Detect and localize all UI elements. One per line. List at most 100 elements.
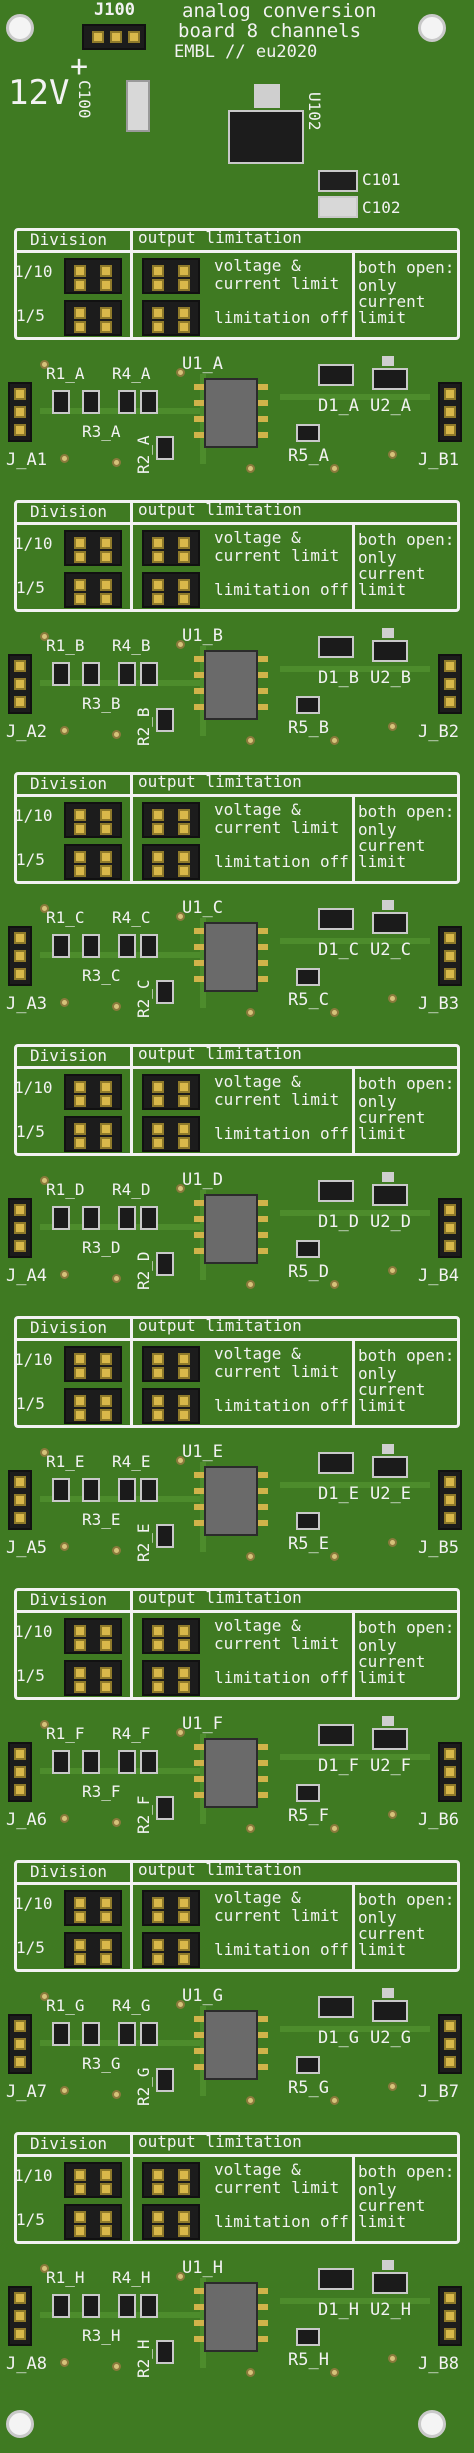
division-jumper-1-5[interactable]: [64, 300, 122, 336]
limitation-jumper-off[interactable]: [142, 844, 200, 880]
panel-divider-vertical: [130, 1044, 133, 1156]
output-connector-b[interactable]: [438, 654, 462, 714]
limitation-jumper-off[interactable]: [142, 2204, 200, 2240]
division-jumper-1-5[interactable]: [64, 1660, 122, 1696]
header-pin: [100, 1395, 112, 1407]
header-pin: [100, 1123, 112, 1135]
header-pin: [152, 809, 164, 821]
division-jumper-1-10[interactable]: [64, 258, 122, 294]
header-pin: [178, 321, 190, 333]
output-connector-c[interactable]: [438, 926, 462, 986]
limitation-jumper-on[interactable]: [142, 1346, 200, 1382]
u2-pad: [382, 1716, 394, 1726]
output-connector-g[interactable]: [438, 2014, 462, 2074]
u1-label: U1_A: [182, 354, 223, 374]
panel-divider-horizontal: [14, 794, 460, 797]
input-connector-d[interactable]: [8, 1198, 32, 1258]
limitation-jumper-on[interactable]: [142, 258, 200, 294]
chip-pin: [194, 944, 204, 950]
division-jumper-1-10[interactable]: [64, 1890, 122, 1926]
limitation-jumper-on[interactable]: [142, 2162, 200, 2198]
header-pin: [444, 2328, 456, 2340]
header-pin: [14, 696, 26, 708]
limitation-jumper-off[interactable]: [142, 1116, 200, 1152]
limitation-jumper-on[interactable]: [142, 802, 200, 838]
output-connector-d[interactable]: [438, 1198, 462, 1258]
both-open-label: both open:: [358, 1074, 455, 1093]
output-connector-h[interactable]: [438, 2286, 462, 2346]
division-jumper-1-5[interactable]: [64, 572, 122, 608]
limitation-jumper-off[interactable]: [142, 572, 200, 608]
limitation-jumper-on[interactable]: [142, 1618, 200, 1654]
header-pin: [444, 424, 456, 436]
output-connector-f[interactable]: [438, 1742, 462, 1802]
header-pin: [100, 1081, 112, 1093]
division-jumper-1-10[interactable]: [64, 1346, 122, 1382]
output-connector-a[interactable]: [438, 382, 462, 442]
both-open-label-3: current: [358, 1380, 426, 1399]
input-connector-c[interactable]: [8, 926, 32, 986]
header-pin: [178, 2183, 190, 2195]
division-jumper-1-10[interactable]: [64, 530, 122, 566]
limitation-off-label: limitation off: [214, 1124, 349, 1143]
header-pin: [152, 1639, 164, 1651]
u2-label: U2_G: [370, 2028, 411, 2048]
division-jumper-1-5[interactable]: [64, 1116, 122, 1152]
both-open-label-2: only: [358, 820, 397, 839]
header-pin: [100, 551, 112, 563]
chip-pin: [258, 2336, 268, 2342]
input-connector-a[interactable]: [8, 382, 32, 442]
header-pin: [100, 265, 112, 277]
division-jumper-1-5[interactable]: [64, 1388, 122, 1424]
via: [60, 726, 69, 735]
input-connector-e[interactable]: [8, 1470, 32, 1530]
chip-pin: [194, 1520, 204, 1526]
limitation-jumper-on[interactable]: [142, 1074, 200, 1110]
division-jumper-1-10[interactable]: [64, 1618, 122, 1654]
limitation-jumper-off[interactable]: [142, 300, 200, 336]
header-pin: [100, 1953, 112, 1965]
r3-label: R3_G: [82, 2054, 121, 2073]
input-connector-b[interactable]: [8, 654, 32, 714]
r1-resistor: [52, 2294, 70, 2318]
d1-label: D1_H: [318, 2300, 359, 2320]
division-jumper-1-5[interactable]: [64, 1932, 122, 1968]
division-jumper-1-5[interactable]: [64, 2204, 122, 2240]
u1-label: U1_G: [182, 1986, 223, 2006]
limitation-jumper-off[interactable]: [142, 1932, 200, 1968]
input-connector-f[interactable]: [8, 1742, 32, 1802]
header-pin: [74, 579, 86, 591]
via: [112, 1274, 121, 1283]
u1-opamp: [204, 378, 258, 448]
division-label: Division: [30, 230, 108, 249]
both-open-label: both open:: [358, 530, 455, 549]
via: [246, 1280, 255, 1289]
header-pin: [444, 388, 456, 400]
division-label: Division: [30, 774, 108, 793]
c100-capacitor: [126, 80, 150, 132]
input-connector-label: J_A7: [6, 2082, 47, 2102]
limitation-jumper-off[interactable]: [142, 1388, 200, 1424]
via: [330, 2368, 339, 2377]
division-jumper-1-10[interactable]: [64, 802, 122, 838]
division-jumper-1-10[interactable]: [64, 1074, 122, 1110]
output-connector-e[interactable]: [438, 1470, 462, 1530]
input-connector-h[interactable]: [8, 2286, 32, 2346]
r3-label: R3_A: [82, 422, 121, 441]
header-pin: [14, 1476, 26, 1488]
both-open-label-4: limit: [358, 2212, 407, 2231]
limitation-jumper-on[interactable]: [142, 1890, 200, 1926]
r2-label: R2_F: [134, 1795, 153, 1834]
limitation-jumper-on[interactable]: [142, 530, 200, 566]
u2-label: U2_E: [370, 1484, 411, 1504]
r4-label: R4_B: [112, 636, 151, 655]
header-pin: [444, 2310, 456, 2322]
header-pin: [14, 1748, 26, 1760]
division-jumper-1-10[interactable]: [64, 2162, 122, 2198]
input-connector-g[interactable]: [8, 2014, 32, 2074]
via: [388, 1538, 397, 1547]
division-jumper-1-5[interactable]: [64, 844, 122, 880]
limitation-jumper-off[interactable]: [142, 1660, 200, 1696]
division-label: Division: [30, 1318, 108, 1337]
header-pin: [14, 2056, 26, 2068]
